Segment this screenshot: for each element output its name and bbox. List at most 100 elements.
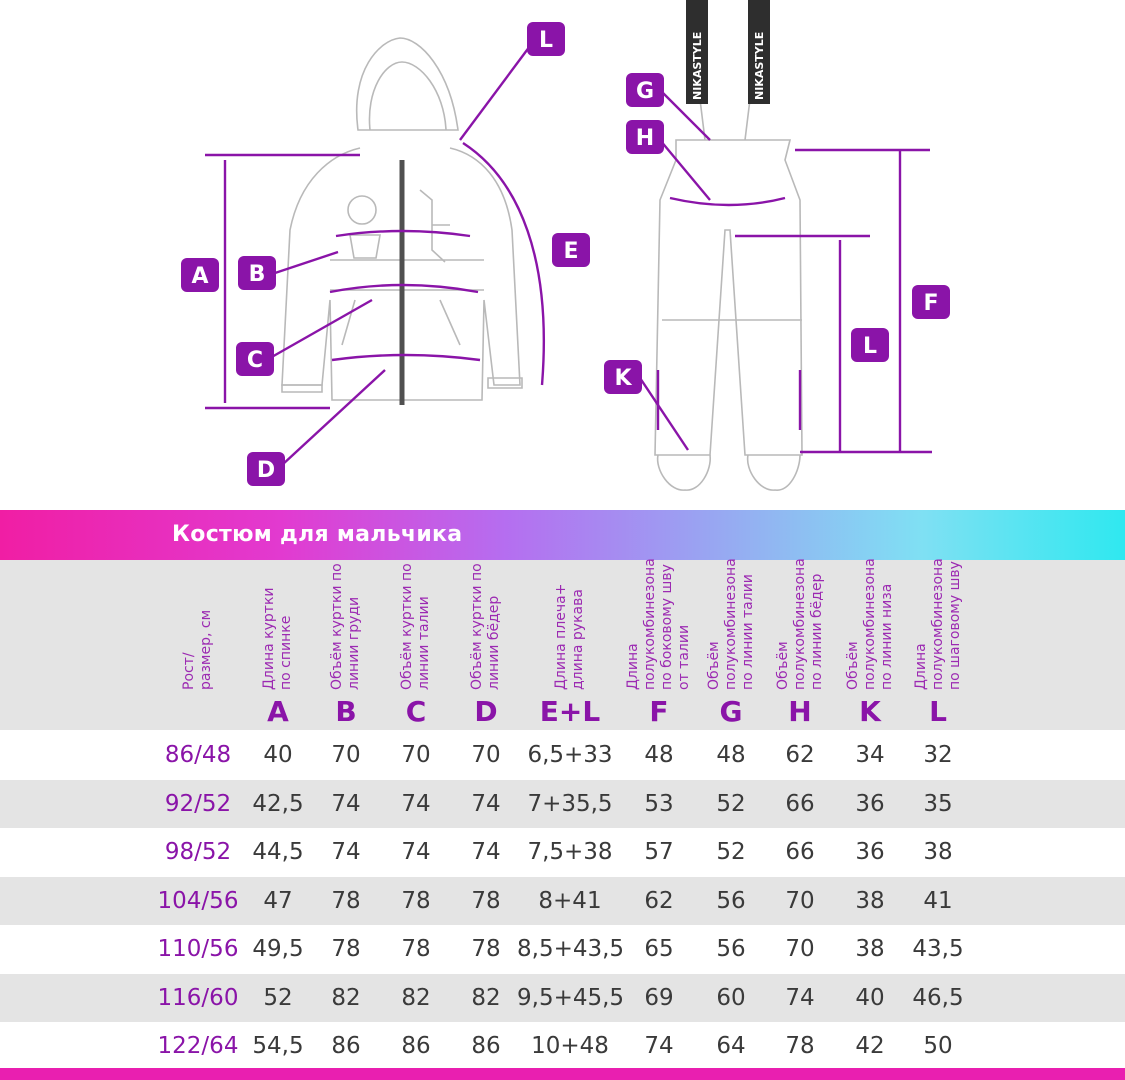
measurement-cell: 8+41 [538, 887, 602, 914]
size-cell: 92/52 [164, 790, 232, 817]
measurement-cell: 42 [855, 1033, 885, 1059]
measurement-cell: 36 [855, 790, 885, 817]
column-header-line: по линии низа [878, 583, 895, 690]
measurement-diagram: L A B E C D G H F L K NIKASTYLE NIKASTYL… [181, 0, 950, 491]
measurement-cell: 32 [923, 742, 953, 768]
badge-E: E [563, 239, 578, 264]
column-header-line: Длина [912, 643, 929, 690]
jacket-drawing [281, 37, 523, 401]
column-header-line: длина рукава [570, 589, 586, 690]
measurement-cell: 60 [716, 984, 746, 1011]
strap-text: NIKASTYLE NIKASTYLE [691, 32, 766, 100]
size-cell: 122/64 [157, 1033, 239, 1059]
measurement-cell: 86 [331, 1033, 361, 1059]
measurement-cell: 74 [471, 790, 501, 817]
measurement-cell: 69 [644, 984, 674, 1011]
measurement-cell: 86 [401, 1033, 431, 1059]
measurement-cell: 78 [331, 887, 361, 914]
measurement-cell: 56 [716, 887, 746, 914]
column-header-line: Объём [705, 641, 722, 690]
measurement-cell: 62 [785, 742, 815, 768]
measurement-cell: 74 [331, 839, 361, 865]
measurement-cell: 65 [644, 936, 674, 962]
measurement-cell: 54,5 [252, 1033, 304, 1059]
column-header-line: от талии [676, 624, 692, 690]
measurement-cell: 66 [785, 839, 815, 865]
column-header-line: полукомбинезона [722, 558, 739, 690]
column-header-line: по линии бёдер [808, 573, 825, 690]
measurement-cell: 74 [331, 790, 361, 817]
column-header-line: линии талии [416, 596, 432, 690]
badge-G: G [636, 79, 654, 104]
measurement-cell: 43,5 [912, 936, 964, 962]
column-header-line: Объём куртки по [469, 563, 485, 690]
column-letter: G [719, 695, 743, 728]
measurement-cell: 10+48 [531, 1033, 609, 1059]
measurement-cell: 36 [855, 839, 885, 865]
column-letter: H [788, 695, 812, 728]
measurement-cell: 70 [785, 936, 815, 962]
column-header-line: Длина плеча+ [553, 583, 569, 690]
badge-L-pants: L [863, 334, 877, 359]
measurement-cell: 46,5 [912, 984, 964, 1011]
measurement-cell: 86 [471, 1033, 501, 1059]
column-letter: K [859, 695, 881, 728]
column-header-line: Объём [844, 641, 861, 690]
column-header-label: Рост/размер, см [181, 610, 215, 690]
measurement-cell: 48 [716, 742, 746, 768]
column-header-line: по линии талии [739, 574, 756, 690]
measurement-cell: 74 [471, 839, 501, 865]
size-cell: 86/48 [164, 742, 232, 768]
measurement-cell: 52 [716, 839, 746, 865]
measurement-cell: 50 [923, 1033, 953, 1059]
measurement-cell: 62 [644, 887, 674, 914]
pants-straps [686, 0, 770, 104]
measurement-cell: 8,5+43,5 [517, 936, 625, 962]
measurement-cell: 74 [644, 1033, 674, 1059]
column-letter: B [335, 695, 357, 728]
column-header-label: Длина плеча+длина рукава [553, 584, 587, 690]
size-cell: 98/52 [164, 839, 232, 865]
badge-H: H [636, 126, 654, 151]
column-header-line: полукомбинезона [642, 558, 658, 690]
measurement-cell: 74 [401, 839, 431, 865]
column-letter: A [267, 695, 289, 728]
strap-text-right: NIKASTYLE [753, 32, 766, 100]
measurement-cell: 78 [401, 936, 431, 962]
measurement-cell: 48 [644, 742, 674, 768]
measurement-cell: 52 [716, 790, 746, 817]
measurement-cell: 74 [785, 984, 815, 1011]
column-letter: C [405, 695, 427, 728]
banner-title: Костюм для мальчика [172, 522, 463, 547]
column-header-line: Объём [774, 641, 791, 690]
column-header-line: Объём куртки по [329, 563, 345, 690]
column-header-line: Объём куртки по [399, 563, 415, 690]
size-cell: 116/60 [157, 984, 239, 1011]
measurement-cell: 44,5 [252, 839, 304, 865]
column-header-line: по спинке [278, 615, 294, 690]
measurement-cell: 74 [401, 790, 431, 817]
column-header-line: полукомбинезона [791, 558, 808, 690]
measurement-cell: 57 [644, 839, 674, 865]
column-header-line: по шаговому шву [946, 561, 963, 690]
bottom-accent-bar [0, 1068, 1125, 1080]
measurement-cell: 42,5 [252, 790, 304, 817]
size-cell: 110/56 [157, 936, 239, 962]
